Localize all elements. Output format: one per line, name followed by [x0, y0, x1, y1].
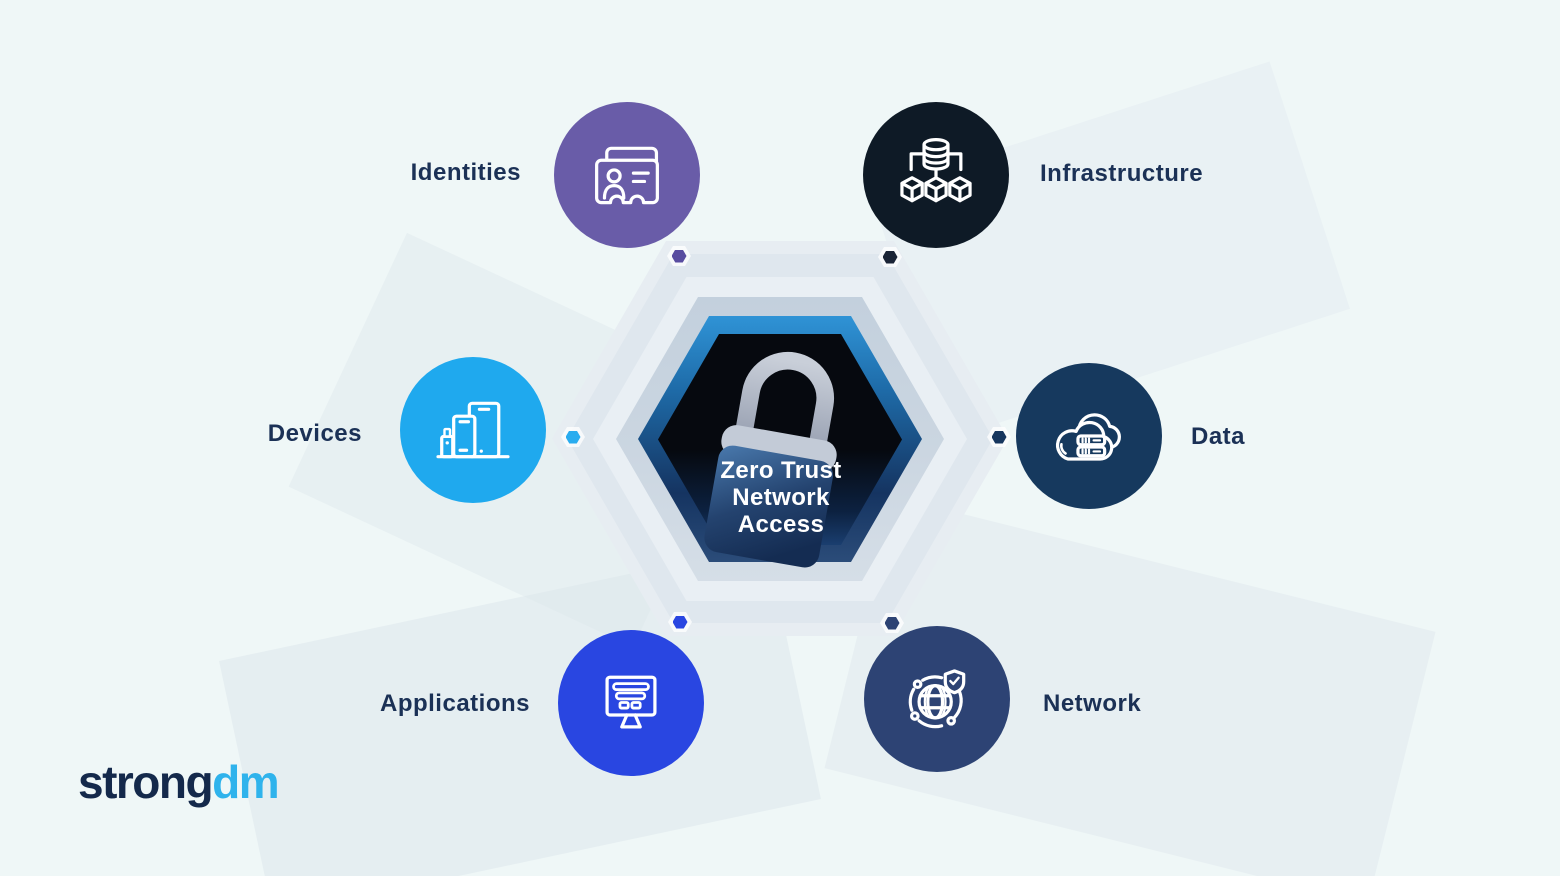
database-cubes-icon: [900, 137, 972, 203]
hex-dot-devices: [561, 427, 585, 447]
devices-label: Devices: [267, 420, 362, 447]
hex-dot-data: [987, 427, 1011, 447]
logo-text-primary: strong: [78, 756, 214, 808]
identities-circle: [554, 102, 700, 248]
id-card-icon: [595, 146, 659, 205]
globe-shield-icon: [908, 669, 966, 729]
app-monitor-icon: [605, 675, 657, 729]
hex-dot-infrastructure: [878, 247, 902, 267]
devices-icon: [436, 401, 510, 459]
applications-label: Applications: [379, 690, 530, 717]
data-label: Data: [1191, 423, 1246, 450]
devices-circle: [400, 357, 546, 503]
hex-dot-applications: [668, 612, 692, 632]
center-title-line: Access: [737, 511, 825, 538]
center-title: Zero Trust Network Access: [656, 457, 906, 538]
hex-dot-network: [880, 613, 904, 633]
infrastructure-label: Infrastructure: [1040, 160, 1204, 187]
identities-label: Identities: [410, 159, 521, 186]
padlock-icon: [704, 351, 837, 568]
network-circle: [864, 626, 1010, 772]
infrastructure-circle: [863, 102, 1009, 248]
logo-text-secondary: dm: [212, 756, 280, 808]
network-label: Network: [1043, 690, 1142, 717]
center-title-line: Zero Trust: [720, 457, 842, 484]
strongdm-logo: strongdm: [78, 755, 280, 809]
data-circle: [1016, 363, 1162, 509]
applications-circle: [558, 630, 704, 776]
cloud-servers-icon: [1055, 413, 1121, 461]
center-title-line: Network: [732, 484, 830, 511]
hex-dot-identities: [667, 246, 691, 266]
